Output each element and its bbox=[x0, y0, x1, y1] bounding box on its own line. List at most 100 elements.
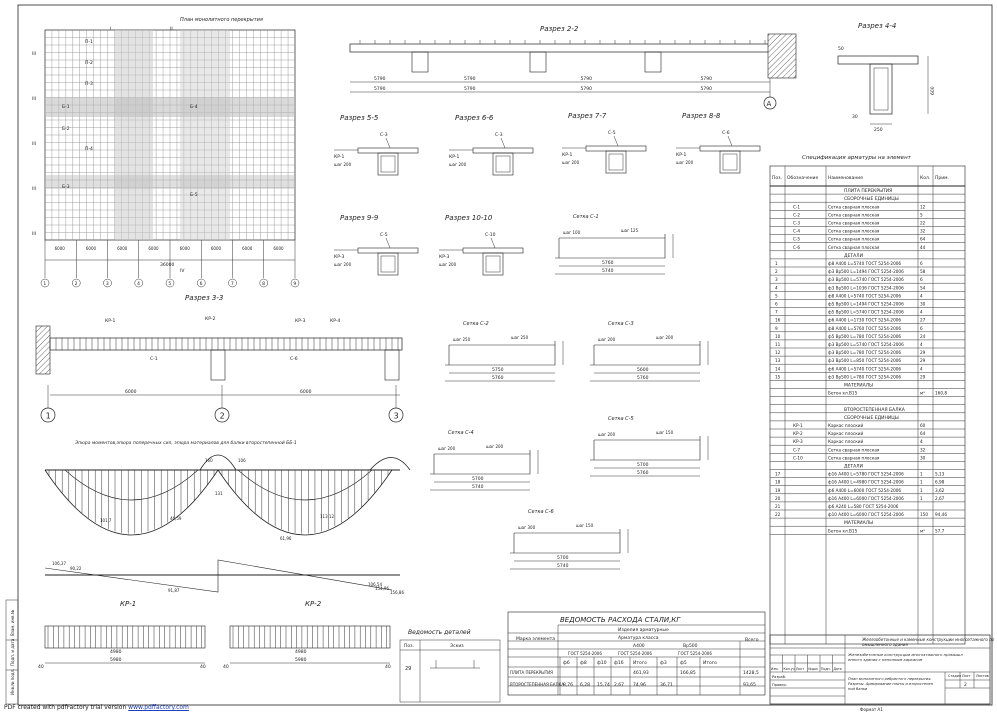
small-section-cage bbox=[608, 153, 624, 171]
steel-row-val: 2,67 bbox=[614, 682, 624, 688]
spec-unit-2: 60 bbox=[920, 423, 926, 428]
section-2-2-title: Разрез 2-2 bbox=[540, 25, 579, 33]
spec-detail: ф5 Вр500 L=5740 ГОСТ 5254-2006 bbox=[828, 310, 904, 315]
small-section-label-mesh: С-10 bbox=[485, 232, 496, 238]
small-section-label-step: шаг 200 bbox=[562, 160, 580, 165]
spec-detail-2: 6,98 bbox=[935, 480, 945, 485]
s33-axis-label: 3 bbox=[394, 412, 399, 421]
footer-note: PDF created with pdfFactory trial versio… bbox=[4, 704, 189, 711]
spec-unit: С-1 bbox=[793, 204, 800, 209]
plan-axis-bubble bbox=[72, 278, 81, 288]
plan-beam-strip-v2 bbox=[180, 30, 230, 240]
spec-detail: 4 bbox=[920, 293, 923, 298]
plan-dim: 6000 bbox=[148, 246, 159, 251]
parts-row-pos: 29 bbox=[405, 666, 411, 672]
frame-dim-4: 40 bbox=[385, 664, 391, 670]
footer-prefix: PDF created with pdfFactory trial versio… bbox=[4, 704, 129, 711]
mesh_c1-body bbox=[555, 234, 666, 259]
side-stamp: Инв.№ подл. Подп. и дата Взам. инв.№ bbox=[5, 599, 19, 705]
small-section-title: Разрез 10-10 bbox=[445, 214, 493, 222]
s33-wall bbox=[35, 325, 51, 375]
footer-link[interactable]: www.pdffactory.com bbox=[128, 704, 189, 711]
parts-head-pos: Поз. bbox=[404, 643, 414, 649]
plan-label: Б-1 bbox=[62, 104, 70, 110]
s33-dim-1: 6000 bbox=[125, 389, 137, 395]
mesh_c1-step2: шаг 125 bbox=[621, 228, 639, 233]
stamp-line3b: Разрезы. Армирование плиты и второстепен bbox=[848, 682, 934, 686]
mesh_c2-title: Сетка С-2 bbox=[463, 321, 489, 327]
small-section-label-mesh: С-5 bbox=[380, 232, 388, 238]
spec-detail-2: ф6 А240 L=580 ГОСТ 5254-2006 bbox=[828, 504, 899, 509]
small-section-beam bbox=[377, 152, 399, 176]
mesh_c2-step1: шаг 250 bbox=[453, 337, 471, 342]
plan-dim: 6000 bbox=[55, 246, 66, 251]
section-4-4-title: Разрез 4-4 bbox=[858, 22, 896, 30]
spec-unit-2: Сетка сварная плоская bbox=[828, 455, 880, 460]
stamp-sheet-head: Лист bbox=[962, 674, 971, 678]
spec-detail-2: 1 bbox=[920, 480, 923, 485]
spec-unit: С-3 bbox=[793, 221, 800, 226]
stamp-head: Кол.уч bbox=[784, 667, 795, 671]
small-section-slab bbox=[699, 145, 761, 152]
frame-dim-2: 4980 bbox=[295, 649, 307, 655]
steel-head-items: Изделия арматурные bbox=[618, 627, 669, 633]
spec-detail: 29 bbox=[920, 358, 926, 363]
spec-detail: 6 bbox=[920, 261, 923, 266]
steel-head-class: Арматура класса bbox=[618, 635, 659, 641]
spec-mat: 160,8 bbox=[935, 391, 947, 396]
small-section-title: Разрез 6-6 bbox=[455, 114, 494, 122]
diagram-value: 106 bbox=[238, 458, 246, 463]
frame-title: КР-2 bbox=[305, 600, 322, 608]
spec-unit: С-2 bbox=[793, 212, 800, 217]
diagram-moment-arc bbox=[217, 469, 393, 536]
section-3-3-title: Разрез 3-3 bbox=[185, 294, 223, 302]
plan-dim: 6000 bbox=[86, 246, 97, 251]
plan-dim: 6000 bbox=[117, 246, 128, 251]
small-section-cage bbox=[380, 155, 396, 173]
plan-beam-strip-h bbox=[45, 97, 295, 117]
steel-row-val: 74,96 bbox=[633, 682, 646, 688]
spec-detail-2: 2,67 bbox=[935, 496, 945, 501]
spec-details-head: ДЕТАЛИ bbox=[844, 253, 863, 259]
frame-body bbox=[44, 625, 206, 649]
stamp-sheet-head: Стадия bbox=[948, 674, 961, 678]
spec-detail: ф3 Вр500 L=1036 ГОСТ 5254-2006 bbox=[828, 285, 904, 290]
spec-mat-2: Бетон кл.В15 bbox=[828, 528, 858, 533]
plan-label: П-2 bbox=[85, 60, 93, 66]
s44-dim-30: 30 bbox=[852, 114, 858, 120]
spec-detail: 6 bbox=[920, 277, 923, 282]
mesh_c3-step2: шаг 200 bbox=[656, 335, 674, 340]
steel-row-val: 166,85 bbox=[680, 670, 696, 676]
mesh_c6-body bbox=[510, 529, 621, 554]
spec-detail-2: 21 bbox=[775, 504, 781, 509]
frame-body bbox=[229, 625, 391, 649]
spec-detail-2: ф10 А400 L=6000 ГОСТ 5254-2006 bbox=[828, 512, 904, 517]
spec-detail: 7 bbox=[775, 310, 778, 315]
spec-detail: 5 bbox=[775, 293, 778, 298]
spec-unit: С-4 bbox=[793, 229, 800, 234]
spec-detail: 6 bbox=[775, 302, 778, 307]
steel-col-head: ф5 bbox=[680, 660, 687, 666]
mesh_c6-title: Сетка С-6 bbox=[528, 509, 554, 515]
plan-label: IV bbox=[180, 268, 185, 274]
steel-group-a400: А400 bbox=[633, 643, 645, 649]
small-section-label-mesh: С-5 bbox=[608, 130, 616, 136]
small-section-label-frame: КР-1 bbox=[449, 154, 460, 160]
spec-detail-2: 1 bbox=[920, 488, 923, 493]
steel-title: ВЕДОМОСТЬ РАСХОДА СТАЛИ,КГ bbox=[560, 616, 681, 624]
s22-dim: 5790 bbox=[581, 76, 593, 82]
small-section-slab bbox=[357, 147, 419, 154]
side-stamp-1: Инв.№ подл. bbox=[10, 669, 15, 695]
spec-unit: 44 bbox=[920, 245, 926, 250]
spec-title: Спецификация арматуры на элемент bbox=[802, 155, 912, 161]
small-section-slab bbox=[472, 147, 534, 154]
small-section-label-mesh: С-3 bbox=[380, 132, 388, 138]
mesh_c1-dim1: 5760 bbox=[602, 260, 614, 266]
plan-axis-bubble bbox=[197, 278, 206, 288]
spec-detail-2: 94,46 bbox=[935, 512, 947, 517]
